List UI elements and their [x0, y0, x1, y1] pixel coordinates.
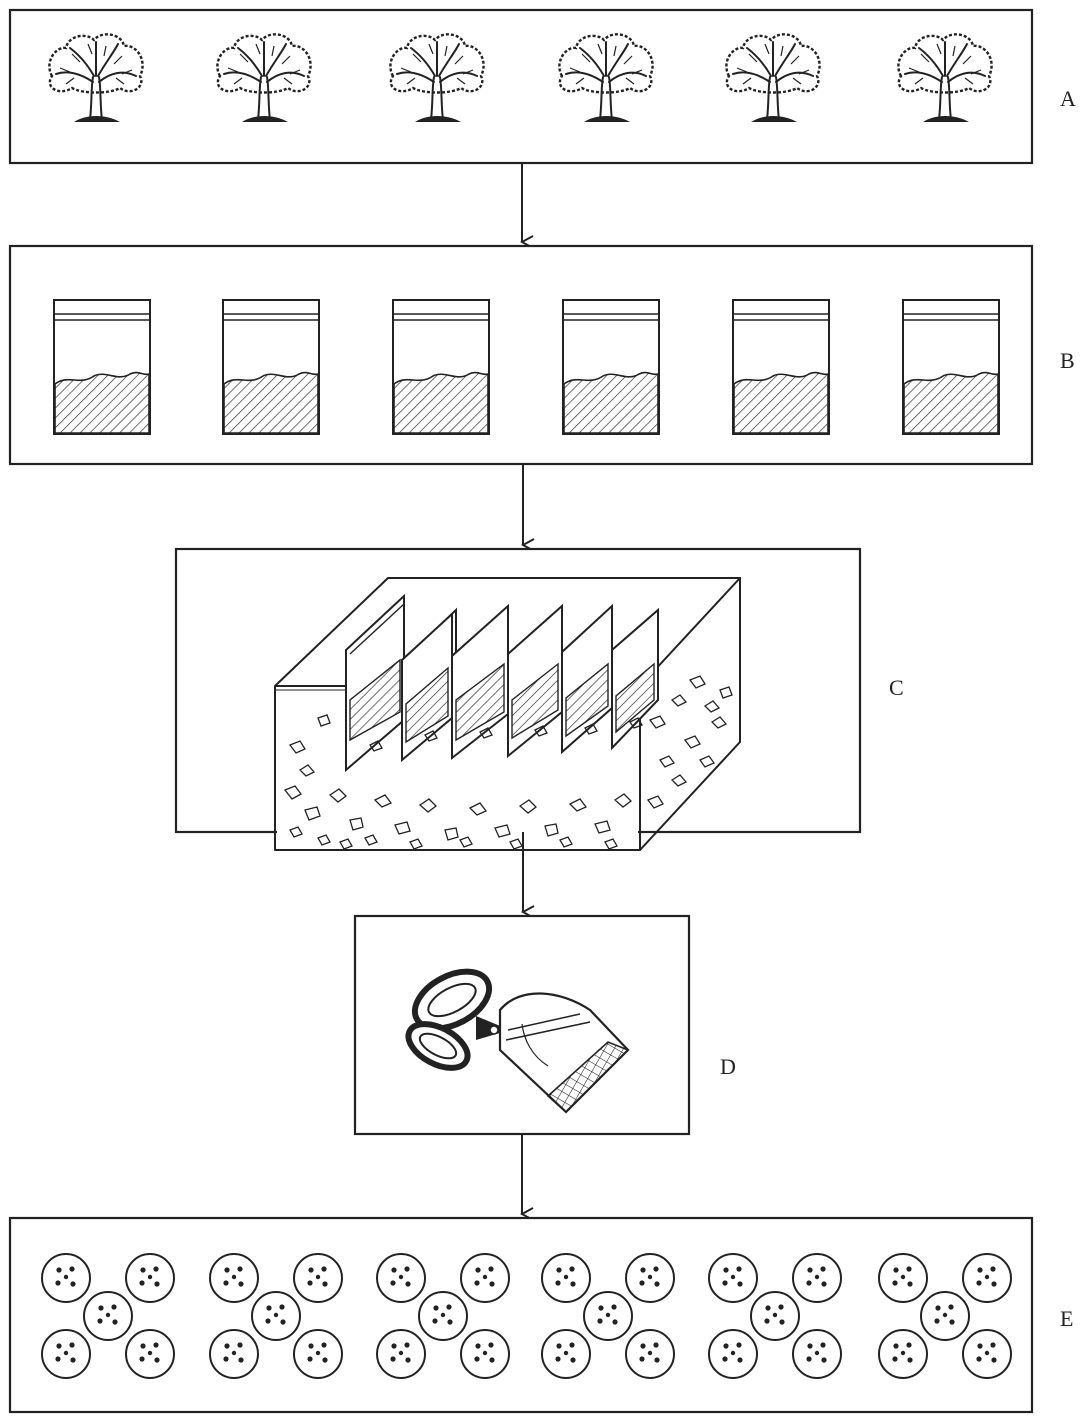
step-b-label: B [1060, 348, 1075, 373]
step-a-panel: A [8, 8, 1076, 165]
step-d-label: D [720, 1054, 736, 1079]
step-e-label: E [1060, 1306, 1073, 1331]
step-b-panel: B [8, 244, 1075, 466]
step-c-label: C [889, 675, 904, 700]
step-e-panel: E [8, 1216, 1073, 1414]
step-a-label: A [1060, 86, 1076, 111]
step-c-panel: C [174, 547, 904, 851]
step-d-panel: D [353, 914, 736, 1136]
gravel-tray-icon [274, 577, 741, 851]
scissors-bag-icon [405, 968, 630, 1114]
